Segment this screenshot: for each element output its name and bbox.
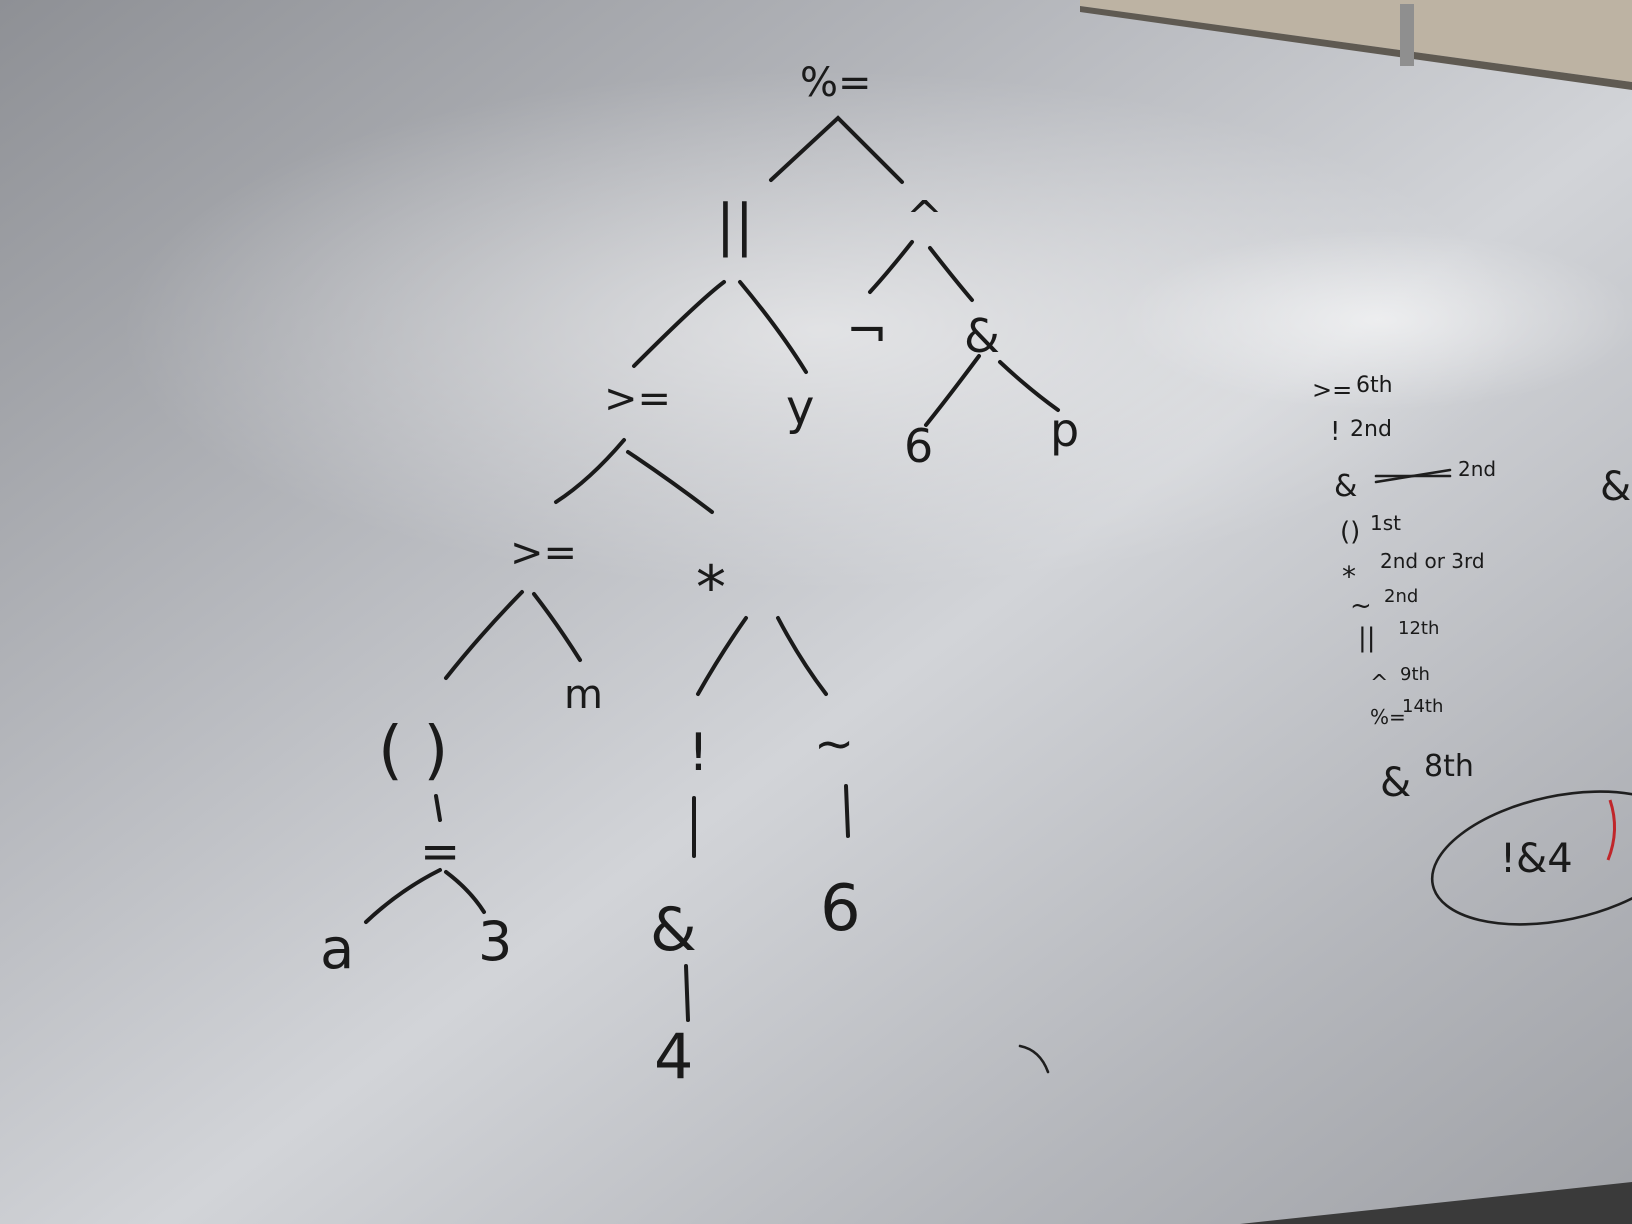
note-rank-4: 2nd or 3rd [1380,549,1485,573]
note-rank-0: 6th [1356,373,1393,398]
xor-node-label: ^ [906,192,943,243]
y-leaf: y [786,380,814,436]
stray-mark [1018,1044,1050,1074]
tree-edges [364,115,1060,1022]
three-leaf: 3 [478,910,512,973]
note-rank-6: 12th [1398,618,1439,639]
light-glare-right [1120,230,1632,410]
tilde-node-label: ~ [814,716,854,772]
ge-node-lower: >= [510,530,577,576]
note-op-2: & [1334,469,1357,504]
note-op-9: & [1380,760,1411,806]
bang-node-label: ! [688,723,709,783]
note-op-1: ! [1330,417,1340,447]
marker-tray [1240,1182,1632,1224]
or-node-label: || [716,193,754,258]
ge-node-upper: >= [604,376,671,422]
note-rank-9: 8th [1424,749,1474,784]
circled-expression-outline [1430,790,1632,926]
note-op-0: >= [1312,376,1352,404]
board-top-rail-shadow [1080,6,1632,90]
bitand-node-label: & [964,309,1000,363]
amp-node-lower: & [650,895,697,965]
note-rank-5: 2nd [1384,586,1418,607]
precedence-notes: >= 6th ! 2nd & 2nd () 1st * 2nd or 3rd ~… [1312,373,1496,806]
note-rank-2: 2nd [1458,457,1496,481]
board-clip [1400,4,1414,66]
circled-expression: !&4 [1500,836,1573,882]
note-op-5: ~ [1350,591,1372,621]
not-node-label: ¬ [846,302,888,360]
four-leaf: 4 [654,1020,693,1093]
root-node-label: %= [800,60,872,106]
note-op-3: () [1340,517,1360,547]
note-op-8: %= [1370,705,1406,729]
note-rank-1: 2nd [1350,417,1392,442]
note-op-6: || [1358,623,1376,653]
note-op-4: * [1342,560,1356,593]
note-op-7: ^ [1370,671,1388,696]
six-leaf-upper: 6 [904,419,933,473]
red-mark [1606,799,1616,861]
a-leaf: a [320,917,354,982]
note-rank-3: 1st [1370,511,1401,535]
edge-fragment: & [1600,464,1631,510]
p-leaf: p [1050,403,1079,457]
note-rank-7: 9th [1400,664,1430,685]
m-leaf: m [564,672,603,718]
equals-node-label: = [420,824,460,880]
six-leaf-lower: 6 [820,872,861,946]
light-glare [120,70,1520,590]
note-rank-8: 14th [1402,696,1443,717]
star-node-label: * [696,553,726,623]
paren-node-label: ( ) [378,714,448,788]
board-top-rail [1080,0,1632,82]
